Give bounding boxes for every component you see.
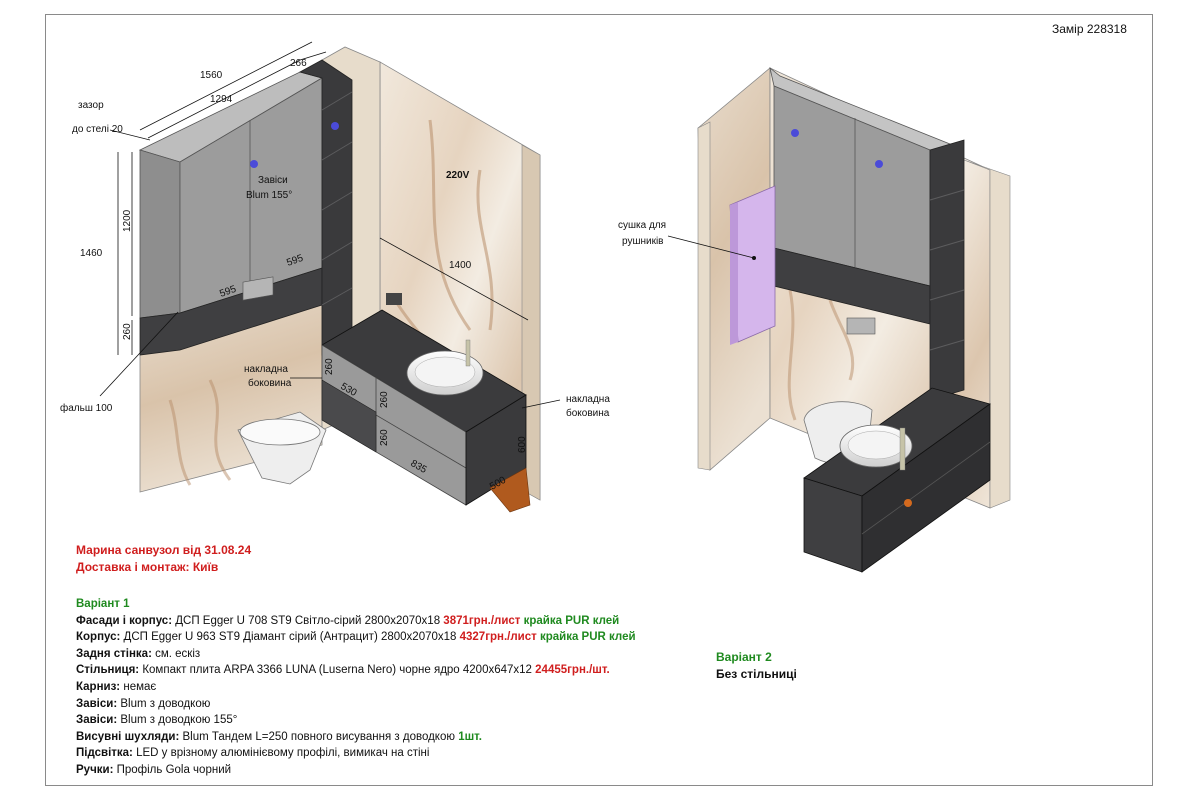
dim-height-cabinet: 1200 (122, 209, 133, 232)
dim-width-side: 266 (290, 58, 307, 69)
ceiling-gap-line2: до стелі 20 (72, 124, 123, 135)
spec-row: Завіси: Blum з доводкою (76, 696, 636, 713)
spec-label: Карниз: (76, 680, 121, 693)
outlet-label: 220V (446, 170, 470, 181)
right-view-led-icon (904, 499, 912, 507)
variant-1-specs: Варіант 1 Фасади і корпус: ДСП Egger U 7… (76, 596, 636, 779)
spec-text: Профіль Gola чорний (113, 763, 232, 776)
dim-width-total: 1560 (200, 70, 223, 81)
dim-drawer-mid: 260 (379, 391, 390, 408)
spec-text: Blum з доводкою (117, 697, 211, 710)
variant-2-title: Варіант 2 (716, 650, 772, 664)
dim-height-total: 1460 (80, 248, 103, 259)
hinge-marker-icon (250, 160, 258, 168)
spec-row: Висувні шухляди: Blum Тандем L=250 повно… (76, 729, 636, 746)
spec-label: Фасади і корпус: (76, 614, 173, 627)
spec-row: Ручки: Профіль Gola чорний (76, 762, 636, 779)
spec-label: Підсвітка: (76, 747, 133, 760)
overlay-side-right-line1: накладна (566, 394, 610, 405)
spec-text: ДСП Egger U 708 ST9 Світло-сірий 2800x20… (172, 614, 444, 627)
ceiling-gap-line1: зазор (78, 100, 104, 111)
right-view-shelf-column (929, 139, 965, 401)
spec-row: Підсвітка: LED у врізному алюмінієвому п… (76, 745, 636, 762)
spec-price: 24455грн./шт. (535, 664, 610, 677)
spec-row: Карниз: немає (76, 679, 636, 696)
right-view-hinge-icon-2 (875, 160, 883, 168)
spec-row: Стільниця: Компакт плита ARPA 3366 LUNA … (76, 662, 636, 679)
dim-drawer-top: 260 (324, 358, 335, 375)
spec-text: LED у врізному алюмінієвому профілі, вим… (132, 747, 430, 760)
spec-row: Завіси: Blum з доводкою 155° (76, 712, 636, 729)
spec-row: Корпус: ДСП Egger U 963 ST9 Діамант сіри… (76, 629, 636, 646)
spec-label: Висувні шухляди: (76, 730, 180, 743)
spec-text: Компакт плита ARPA 3366 LUNA (Luserna Ne… (139, 664, 536, 677)
spec-price: 3871грн./лист (443, 614, 521, 627)
dim-vanity-height: 600 (517, 436, 528, 453)
spec-text: ДСП Egger U 963 ST9 Діамант сірий (Антра… (120, 631, 460, 644)
spec-label: Задня стінка: (76, 647, 152, 660)
overlay-side-left-line2: боковина (248, 377, 292, 389)
led-marker-icon (331, 122, 339, 130)
variant-1-title: Варіант 1 (76, 598, 130, 610)
client-info: Марина санвузол від 31.08.24 Доставка і … (76, 542, 251, 576)
left-isometric-view: 220V 1560 1294 266 зазор до стелі 20 146… (60, 41, 610, 513)
spec-text: немає (120, 680, 157, 693)
switch-icon (386, 293, 402, 305)
spec-label: Корпус: (76, 631, 121, 644)
flush-plate (242, 276, 274, 301)
spec-text: Blum Тандем L=250 повного висування з до… (179, 730, 459, 743)
client-line-2: Доставка і монтаж: Київ (76, 560, 219, 574)
hinges-label-line1: Завіси (258, 175, 288, 186)
false-panel-label: фальш 100 (60, 402, 113, 414)
towel-dryer-line2: рушників (622, 236, 664, 247)
spec-extra: крайка PUR клей (520, 614, 620, 627)
right-view-hinge-icon (791, 129, 799, 137)
spec-extra: крайка PUR клей (536, 631, 636, 644)
variant-2-subtitle: Без стільниці (716, 667, 797, 681)
spec-label: Завіси: (76, 714, 118, 727)
overlay-side-left-line1: накладна (244, 364, 288, 375)
spec-label: Завіси: (76, 697, 118, 710)
spec-row: Задня стінка: см. ескіз (76, 646, 636, 663)
dimension-lines (99, 41, 561, 409)
drawing-frame (45, 14, 1153, 786)
right-view-faucet-icon (899, 427, 906, 471)
dim-height-niche: 260 (122, 323, 133, 340)
dim-drawer-low: 260 (379, 429, 390, 446)
overlay-side-right-line2: боковина (566, 407, 610, 419)
faucet-icon (465, 339, 471, 367)
right-view-flush-plate (846, 317, 876, 335)
dim-wall-width: 1400 (449, 260, 472, 271)
order-number: Замір 228318 (1052, 22, 1127, 36)
right-isometric-view: сушка для рушників (618, 66, 1011, 573)
hinges-label-line2: Blum 155° (246, 190, 292, 201)
client-line-1: Марина санвузол від 31.08.24 (76, 543, 252, 557)
spec-row: Фасади і корпус: ДСП Egger U 708 ST9 Сві… (76, 613, 636, 630)
wood-plinth (489, 467, 531, 513)
spec-text: Blum з доводкою 155° (117, 714, 238, 727)
towel-dryer-line1: сушка для (618, 220, 666, 231)
wall-toilet (237, 411, 327, 485)
dim-width-cabinet: 1294 (210, 94, 233, 105)
spec-extra: 1шт. (458, 730, 482, 743)
spec-label: Ручки: (76, 763, 114, 776)
variant-2-block: Варіант 2 Без стільниці (716, 649, 797, 683)
spec-text: см. ескіз (151, 647, 201, 660)
spec-label: Стільниця: (76, 664, 140, 677)
spec-price: 4327грн./лист (459, 631, 537, 644)
